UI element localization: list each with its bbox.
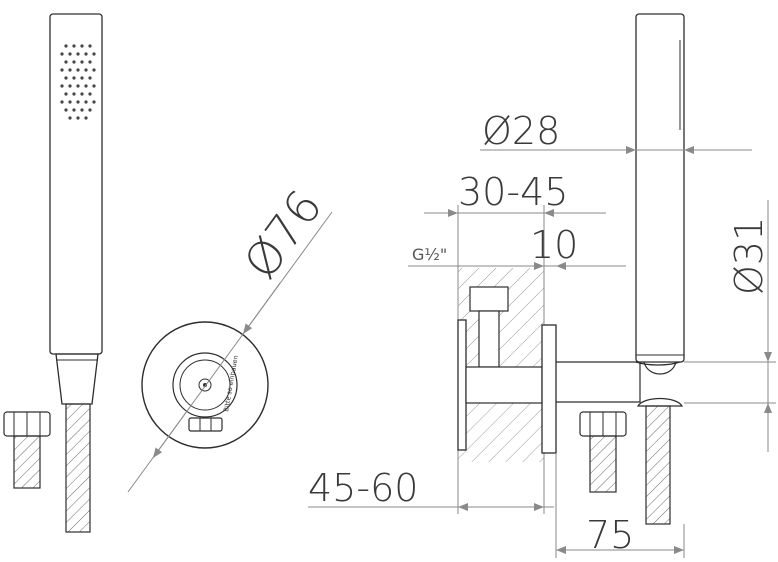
handle-diameter-label: Ø31 (727, 217, 771, 295)
hex-nut-left (3, 411, 51, 437)
flange-circle (141, 321, 269, 449)
hand-shower-front-view (3, 13, 103, 533)
wall-range-label: 45-60 (308, 466, 418, 510)
projection-label: 75 (586, 513, 634, 557)
head-diameter-label: Ø28 (482, 109, 560, 153)
outer-flange-disc (541, 324, 557, 454)
flange-diameter-label: Ø76 (233, 180, 332, 288)
threaded-nipple (469, 286, 509, 312)
hand-shower-body (49, 13, 103, 355)
hand-shower-side (635, 13, 685, 363)
hand-shower-cone (55, 353, 99, 405)
offset-label: 10 (530, 223, 578, 267)
pipe-left (13, 435, 41, 489)
hex-nut-right (579, 411, 627, 437)
hose-left (65, 403, 91, 533)
nipple-stem (478, 310, 500, 368)
pipe-right (589, 435, 617, 493)
side-view-assembly: Ø28 30-45 10 G½" Ø31 45-60 (308, 13, 776, 558)
thread-label: G½" (412, 245, 447, 264)
rosette-plate (457, 319, 467, 451)
wall-flange-front-view: Bitte so einbauen Ø76 (127, 180, 333, 493)
hose-connector (636, 397, 684, 407)
holder-arm (556, 361, 641, 403)
spray-nozzle-grid (60, 44, 96, 120)
connector-body (465, 366, 543, 404)
hose-right (645, 405, 671, 525)
depth-range-label: 30-45 (458, 170, 568, 214)
